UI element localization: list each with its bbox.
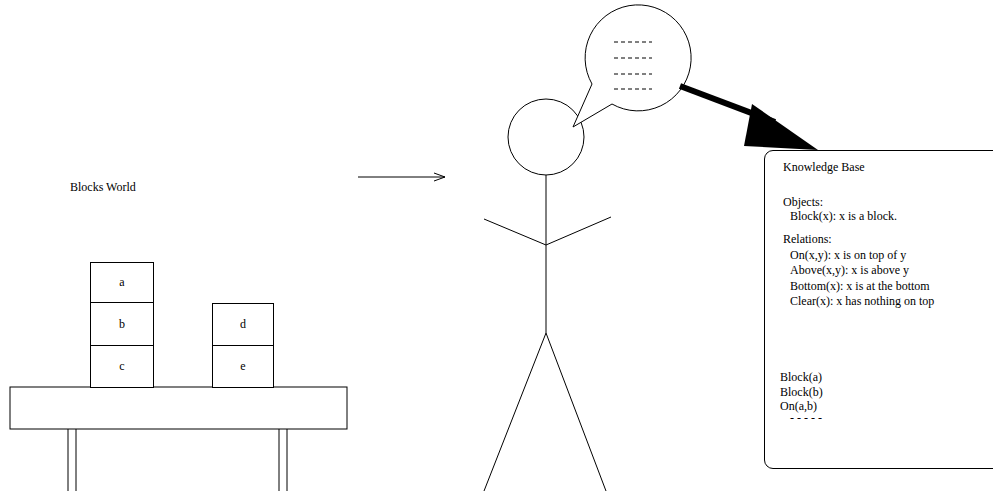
kb-entry: Block(x): x is a block. xyxy=(790,210,897,223)
perception-arrow xyxy=(358,177,445,178)
stick-figure xyxy=(484,99,611,491)
knowledge-base-box: Knowledge BaseObjects:Block(x): x is a b… xyxy=(764,150,993,469)
kb-entry: Relations: xyxy=(783,233,832,246)
kb-entry: Block(a) xyxy=(780,371,822,384)
kb-entry: Above(x,y): x is above y xyxy=(790,264,909,277)
storage-arrow xyxy=(680,86,818,150)
world-label: Blocks World xyxy=(70,181,136,194)
kb-entry: On(x,y): x is on top of y xyxy=(790,249,906,262)
block-box: a xyxy=(90,262,154,303)
block-box: e xyxy=(212,345,274,388)
block-label: a xyxy=(119,275,124,290)
block-box: b xyxy=(90,302,154,346)
bubble-dashes xyxy=(614,42,652,89)
block-box: d xyxy=(212,303,274,346)
table-top xyxy=(10,387,347,429)
block-label: d xyxy=(240,317,246,332)
kb-entry: Clear(x): x has nothing on top xyxy=(790,295,934,308)
block-box: c xyxy=(90,345,154,388)
kb-entry: - - - - - xyxy=(790,412,822,425)
block-label: b xyxy=(119,317,125,332)
thought-bubble xyxy=(573,5,691,127)
kb-entry: Bottom(x): x is at the bottom xyxy=(790,280,930,293)
kb-entry: Objects: xyxy=(783,196,823,209)
kb-title: Knowledge Base xyxy=(783,161,865,174)
table-legs xyxy=(68,429,287,491)
block-label: e xyxy=(240,359,245,374)
block-label: c xyxy=(119,359,124,374)
kb-entry: Block(b) xyxy=(780,386,823,399)
